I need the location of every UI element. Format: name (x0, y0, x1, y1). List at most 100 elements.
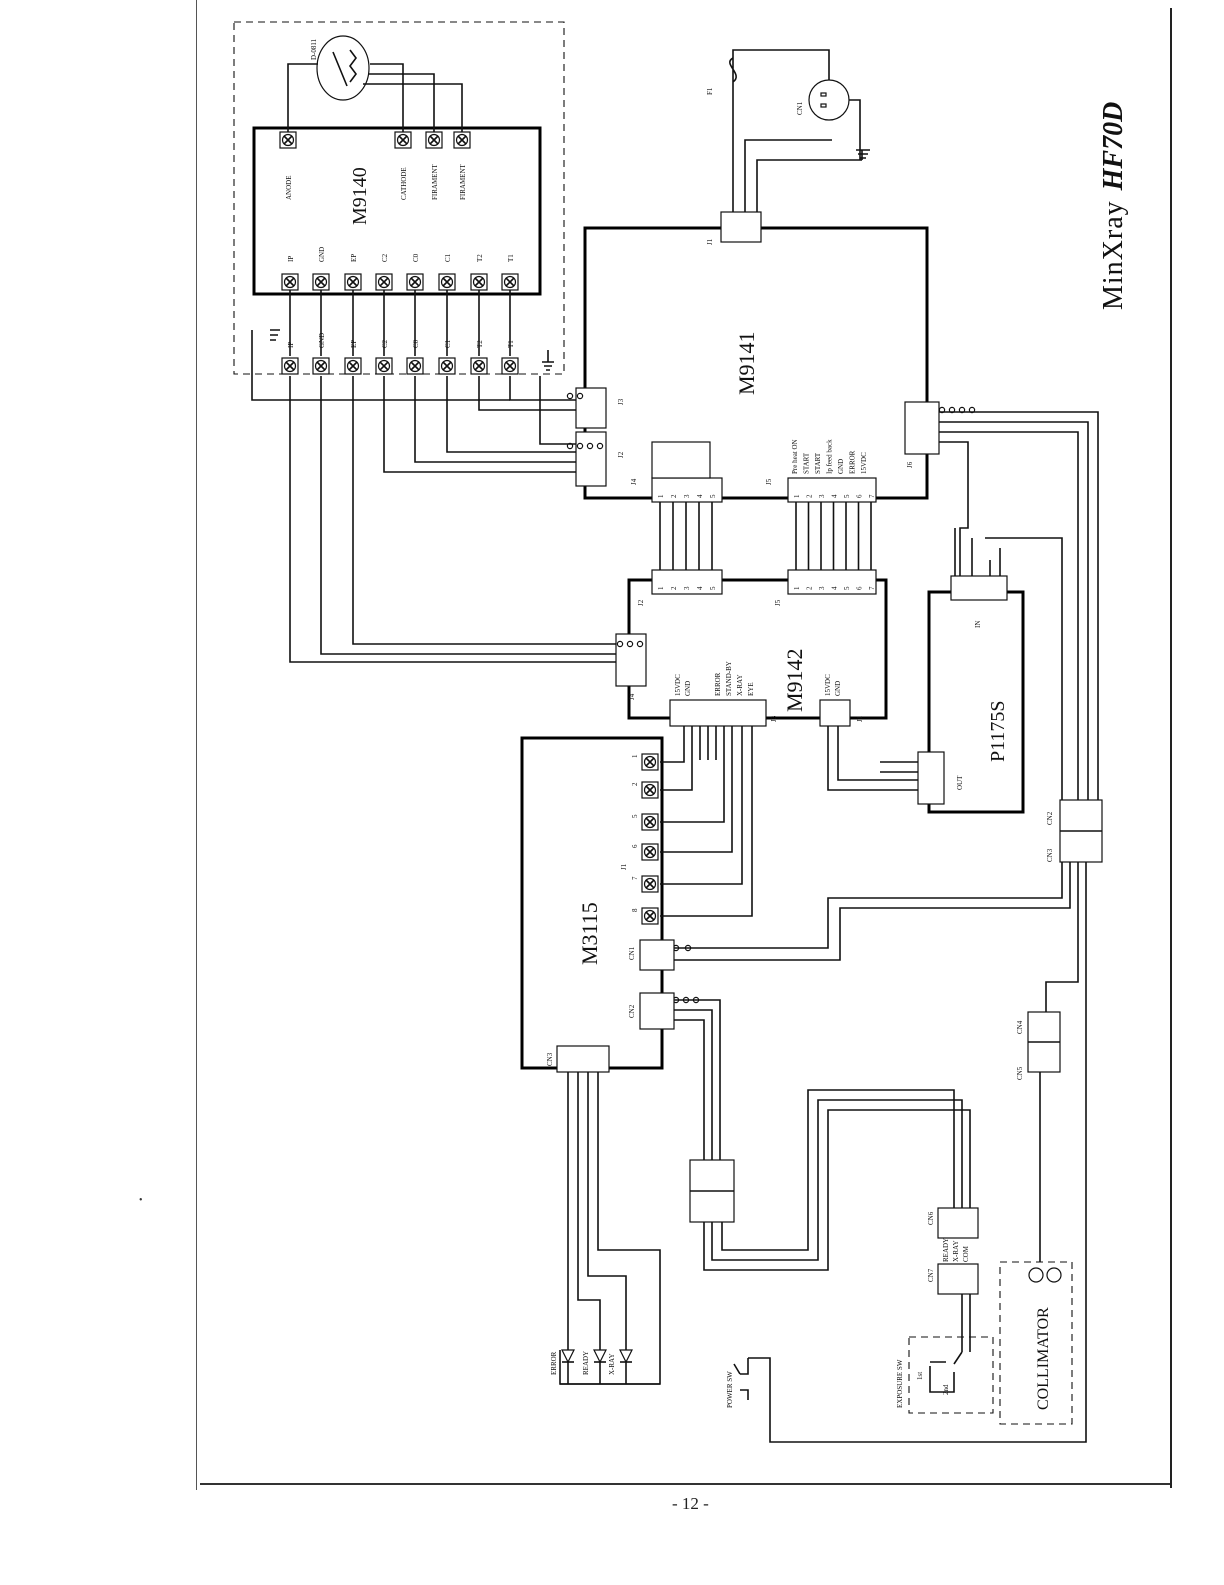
p1175s-out-label: OUT (956, 775, 964, 790)
j5-signal: Pre heat ON (791, 439, 799, 474)
cn7-label: CN7 (927, 1268, 935, 1282)
cn6-signal: X-RAY (952, 1240, 960, 1262)
m9141-j5 (787, 477, 877, 503)
j5-pin-number: 3 (818, 494, 826, 498)
m3115-j1-terminal-number: 1 (631, 754, 639, 758)
m9142-j2-pin-number: 2 (670, 586, 678, 590)
ground-symbol-left (270, 329, 280, 341)
m9142-j2-pin-number: 1 (657, 586, 665, 590)
switch-2nd: 2nd (942, 1384, 950, 1395)
m9140-enclosure (233, 21, 565, 375)
m9141-j1 (720, 211, 762, 243)
p1175s-in (950, 575, 1008, 601)
m3115-j1-terminal-number: 7 (631, 876, 639, 880)
m3115-cn3 (556, 1045, 610, 1073)
terminal-strip-label: T1 (507, 340, 515, 348)
m9142-j3-signal: STAND-BY (725, 661, 733, 696)
m9142-j2 (651, 569, 723, 595)
m9142-j3-signal: GND (684, 681, 692, 696)
led-symbol (561, 1349, 575, 1364)
m9142-j2-pin-number: 5 (709, 586, 717, 590)
right-cn3-label: CN3 (1046, 848, 1054, 862)
m9142-j3-signal: ERROR (714, 672, 722, 696)
m3115-j1-label: J1 (620, 863, 628, 870)
wiring (251, 330, 1099, 1385)
cn6-signal: READY (942, 1238, 950, 1262)
scan-speck: • (139, 1195, 143, 1206)
page-number: - 12 - (672, 1494, 709, 1513)
m9141-j2-pin (586, 442, 594, 450)
cn7 (937, 1263, 979, 1295)
m3115-cn2-label: CN2 (628, 1004, 636, 1018)
m9142-j5-pin-number: 7 (868, 586, 876, 590)
xray-tube (316, 35, 370, 101)
m9141-j6 (904, 401, 940, 455)
terminal-strip-label: EP (350, 340, 358, 348)
m9142-j1-label: J1 (856, 715, 864, 722)
m9142-j1-signal: GND (834, 681, 842, 696)
m9142-j5-pin-number: 1 (793, 586, 801, 590)
m9141-j3-label: J3 (617, 398, 625, 405)
m9140-bottom-terminal-label: C2 (381, 253, 389, 262)
m9140-bottom-terminal-label: T2 (476, 254, 484, 262)
m9140-bottom-terminal-label: C1 (444, 253, 452, 262)
m9141-j3 (575, 387, 607, 429)
m9142-j3-signal: 15VDC (674, 674, 682, 696)
j5-signal: ERROR (849, 450, 857, 474)
terminal-strip-label: C2 (381, 339, 389, 348)
m9142-j5-pin-number: 6 (856, 586, 864, 590)
j5-pin-number: 2 (806, 494, 814, 498)
m9141-j2 (575, 431, 607, 487)
fuse-label: F1 (706, 87, 714, 95)
cn6-signal: COM (962, 1245, 970, 1262)
exposure-switch-enclosure (908, 1336, 994, 1414)
terminal-strip-label: C1 (444, 339, 452, 348)
chassis-ground (856, 149, 870, 160)
j5-signal: GND (837, 459, 845, 474)
m9141-j2-pin (576, 442, 584, 450)
j5-signal: Ip feed back (826, 439, 834, 474)
m9142-j2-pin-number: 3 (683, 586, 691, 590)
m9141-j1-label: J1 (706, 238, 714, 245)
j4-pin-number: 2 (670, 494, 678, 498)
j5-signal: START (803, 452, 811, 474)
m9140-bottom-terminal-label: GND (318, 247, 326, 262)
cn5-label: CN5 (1016, 1066, 1024, 1080)
m9142-j1 (819, 699, 851, 727)
m9142-j3 (669, 699, 767, 727)
m3115-cn3-label: CN3 (546, 1052, 554, 1066)
terminal-strip-label: C0 (412, 339, 420, 348)
m9141-j2-label: J2 (617, 451, 625, 458)
terminal-strip-label: IP (287, 342, 295, 348)
m9142-j4-pin (626, 640, 634, 648)
collimator-label: COLLIMATOR (1035, 1307, 1052, 1410)
m9141-j6-label: J6 (906, 461, 914, 468)
m9142-j5 (787, 569, 877, 595)
power-switch-label: POWER SW (726, 1371, 734, 1408)
page-frame-left (196, 0, 197, 1490)
m3115-j1-terminal-number: 8 (631, 908, 639, 912)
m3115-cn2 (639, 992, 675, 1030)
m9140-top-terminal-label: FIRAMENT (431, 163, 439, 200)
m3115-label: M3115 (577, 902, 602, 965)
j5-pin-number: 6 (856, 494, 864, 498)
m9142-j5-label: J5 (774, 599, 782, 606)
m9140-bottom-terminal-label: EP (350, 254, 358, 262)
tube-filament (332, 49, 357, 87)
m9142-j5-pin-number: 3 (818, 586, 826, 590)
led-label: X-RAY (608, 1353, 616, 1375)
right-cn2-label: CN2 (1046, 811, 1054, 825)
m9141-j5-label: J5 (765, 478, 773, 485)
fuse-f1 (729, 57, 737, 88)
collimator-terminal-2 (1046, 1267, 1062, 1283)
power-switch-wiring (733, 862, 1087, 1443)
tube-leads (287, 63, 463, 132)
m9140-top-terminal-label: CATHODE (400, 167, 408, 200)
exposure-switch-label: EXPOSURE SW (896, 1359, 904, 1408)
m9142-j4-pin (636, 640, 644, 648)
